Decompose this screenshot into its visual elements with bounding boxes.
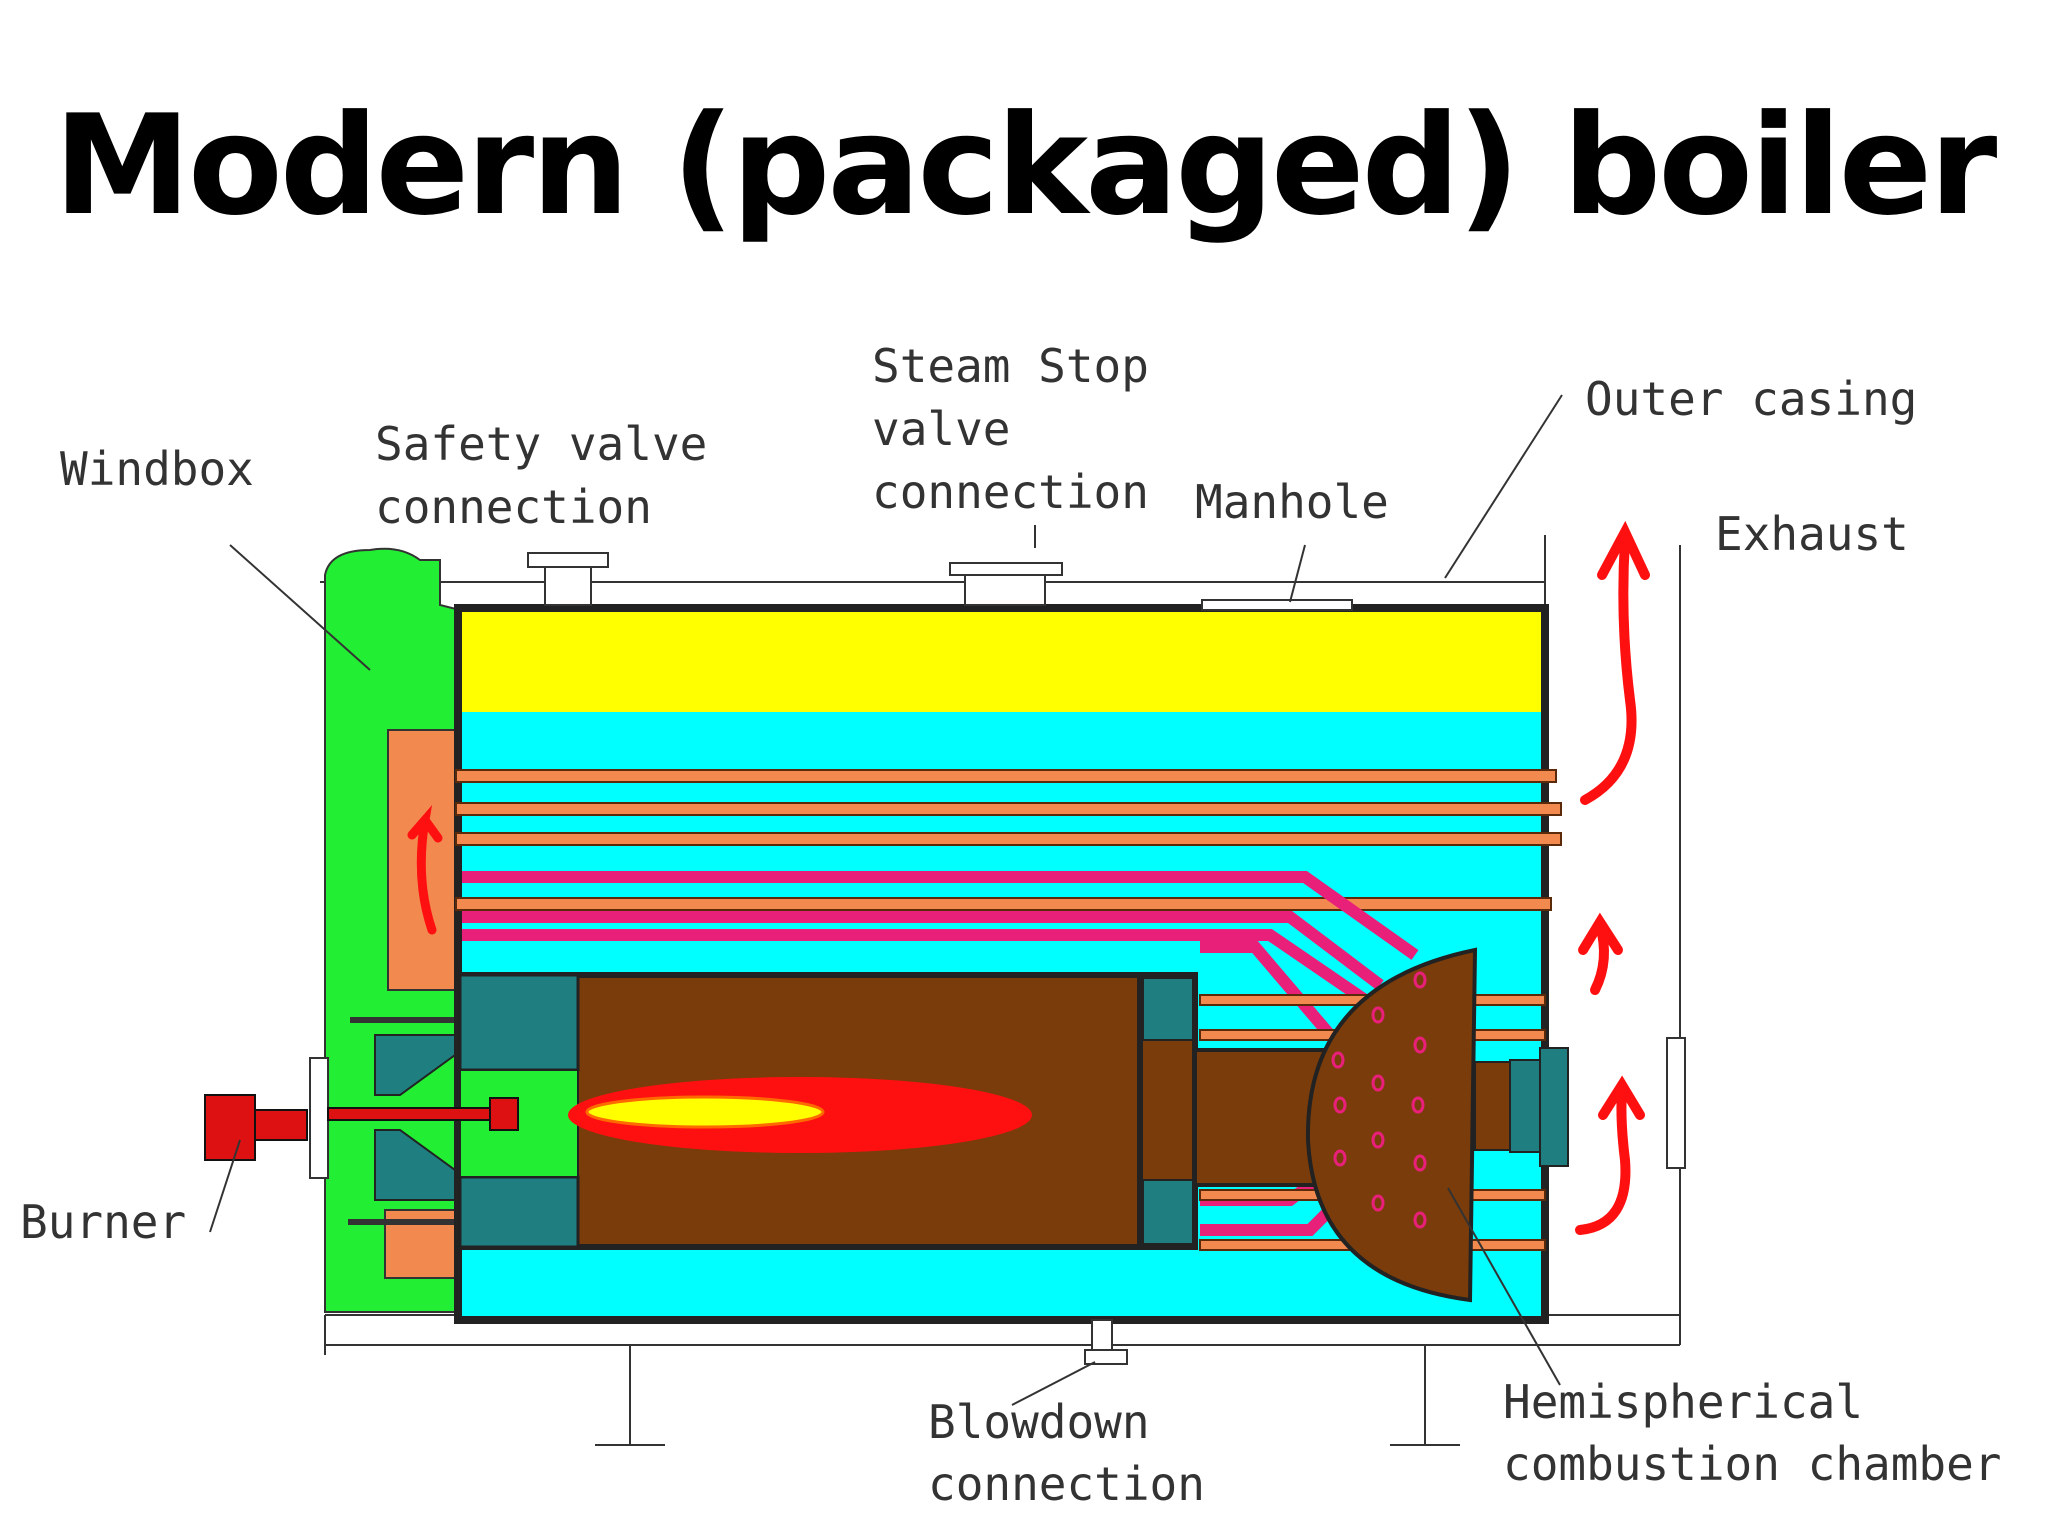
steam-stop-nozzle	[949, 562, 1063, 606]
blowdown-connection	[1084, 1319, 1128, 1365]
label-exhaust: Exhaust	[1715, 507, 1909, 561]
safety-valve-nozzle	[527, 552, 609, 606]
label-steam-stop-3: connection	[872, 465, 1149, 519]
label-safety-valve-1: Safety valve	[375, 417, 707, 471]
label-burner: Burner	[20, 1195, 186, 1249]
label-hemispherical-1: Hemispherical	[1503, 1375, 1863, 1429]
label-hemispherical-2: combustion chamber	[1503, 1437, 2002, 1491]
steam-space	[462, 612, 1541, 712]
slide-title: Modern (packaged) boiler	[53, 85, 1998, 246]
burner-diffuser-upper	[374, 1034, 456, 1096]
hemispherical-combustion-chamber	[1305, 947, 1569, 1303]
label-safety-valve-2: connection	[375, 480, 652, 534]
label-steam-stop-1: Steam Stop	[872, 339, 1149, 393]
exhaust-side-flange	[1666, 1037, 1686, 1169]
exhaust-arrows	[1575, 520, 1650, 1235]
label-windbox: Windbox	[60, 442, 254, 496]
label-blowdown-1: Blowdown	[928, 1395, 1150, 1449]
leader-lines	[209, 394, 1563, 1406]
label-manhole: Manhole	[1195, 475, 1389, 529]
label-outer-casing: Outer casing	[1585, 372, 1917, 426]
windbox-arrow	[407, 804, 443, 935]
flame-core	[585, 1095, 825, 1129]
label-steam-stop-2: valve	[872, 402, 1010, 456]
burner[interactable]	[204, 1057, 519, 1179]
label-blowdown-2: connection	[928, 1457, 1205, 1511]
support-legs	[595, 1345, 1460, 1446]
upper-tube-pass	[455, 769, 1562, 911]
manhole-cover	[1201, 599, 1353, 611]
